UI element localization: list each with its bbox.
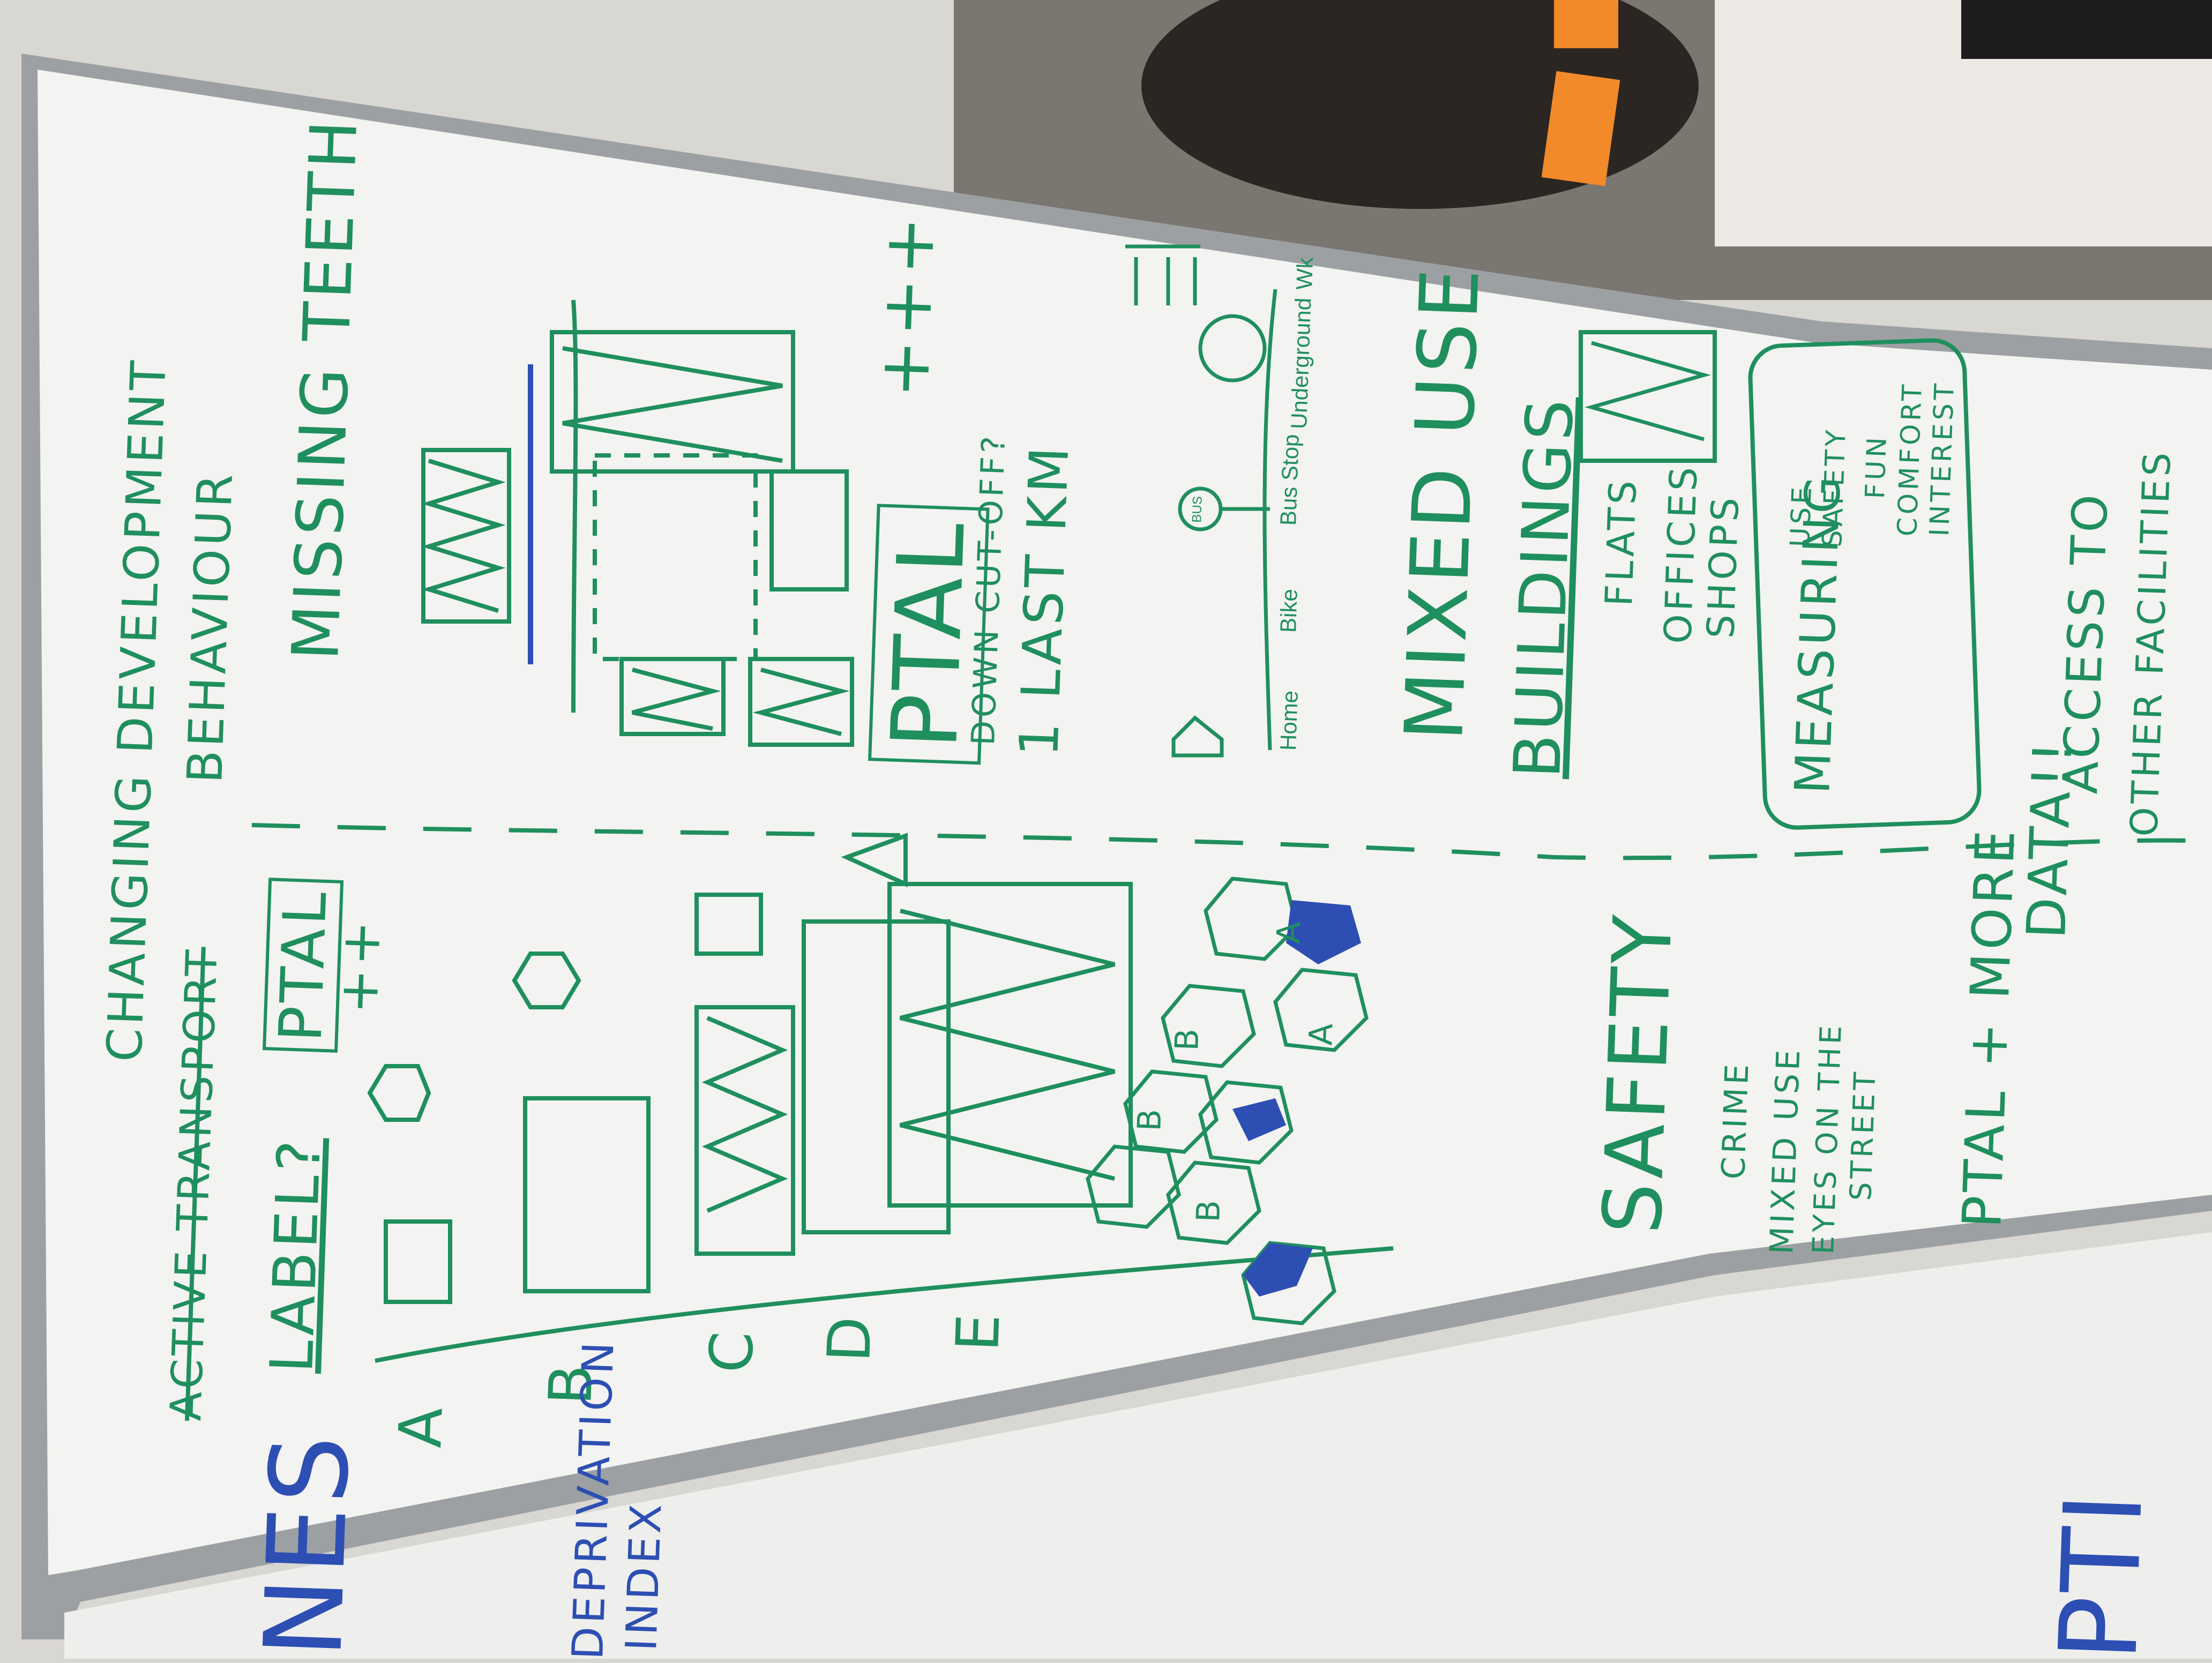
- last-km: 1 LAST KM: [1007, 443, 1081, 758]
- building-4: [748, 657, 854, 747]
- grade-c-hatch: [701, 1016, 788, 1213]
- hex-letter-4: A: [1302, 1019, 1341, 1046]
- use-offices: OFFICES: [1656, 463, 1706, 645]
- grade-a-hex: [367, 1064, 431, 1122]
- data-exclaim: DATA!!: [2015, 737, 2084, 940]
- bus-sign: [1178, 486, 1223, 531]
- street-line: [571, 299, 578, 713]
- second-board: [64, 1232, 2212, 1659]
- use-shops: SHOPS: [1699, 493, 1748, 639]
- dashed-divider: [251, 823, 2212, 860]
- transport-sketch: [1125, 244, 1277, 758]
- work-building: [1125, 244, 1200, 305]
- measure-use: USE: [1784, 483, 1818, 548]
- transport-bus-stop: Bus Stop: [1275, 433, 1304, 526]
- second-board-letters-2: PTI: [2036, 1487, 2168, 1663]
- building-1: [421, 448, 511, 624]
- bullet-street: STREET: [1843, 1068, 1882, 1202]
- hatch-2: [562, 346, 783, 463]
- grade-c-box: [694, 1005, 795, 1256]
- safety-title: SAFETY: [1586, 910, 1691, 1236]
- hex-fills: [1232, 900, 1361, 1297]
- measure-safety: SAFETY: [1817, 426, 1852, 548]
- sticky-note-2: [1554, 0, 1618, 48]
- hex-cluster: [1086, 877, 1369, 1325]
- monitor: [1961, 0, 2212, 59]
- grade-e-box: [887, 882, 1133, 1208]
- flats-hatch: [1585, 341, 1711, 441]
- hatch-4: [752, 668, 850, 736]
- buildings-sketch: [421, 299, 854, 747]
- grade-e-hatch: [900, 909, 1115, 1181]
- grade-baseline: [375, 1246, 1394, 1363]
- home-icon: [1171, 715, 1224, 758]
- transport-underground: Underground: [1286, 297, 1316, 430]
- building-2: [550, 330, 795, 474]
- use-flats: FLATS: [1597, 476, 1646, 607]
- hex-letter-5: A: [1270, 917, 1309, 945]
- grade-b-hex: [512, 952, 581, 1009]
- whiteboard-surface: [38, 70, 2212, 1575]
- sticky-note: [1541, 71, 1620, 186]
- grade-b-box: [523, 1096, 651, 1293]
- bullet-mixed-use: MIXED USE: [1763, 1046, 1808, 1255]
- missing-building: [593, 453, 758, 661]
- ptal-plus: +++: [863, 212, 951, 400]
- route-line: [1262, 289, 1277, 751]
- building-5: [769, 469, 849, 591]
- measure-interest: INTEREST: [1924, 380, 1961, 537]
- buildings-title: BUILDINGS: [1500, 395, 1588, 780]
- flats-building: [1579, 330, 1717, 463]
- second-board-letters: NES: [241, 1430, 374, 1660]
- hex-letter-2: B: [1131, 1105, 1169, 1132]
- second-board-index: INDEX: [616, 1500, 671, 1652]
- grade-letter-d: D: [814, 1312, 885, 1364]
- label-question: LABEL?: [257, 1136, 334, 1374]
- hex-letter-3: B: [1190, 1196, 1228, 1223]
- measure-fun: FUN: [1859, 433, 1893, 500]
- mixed-use-title: MIXED USE: [1388, 264, 1498, 743]
- grade-shapes: [367, 833, 1394, 1363]
- transport-home: Home: [1275, 690, 1303, 751]
- transport-work: Wk: [1291, 257, 1318, 290]
- grade-letter-c: C: [697, 1327, 767, 1374]
- measuring-box: [1748, 338, 1982, 830]
- grade-c-square: [694, 893, 763, 956]
- grade-a-box: [384, 1219, 452, 1304]
- measure-comfort: COMFORT: [1892, 381, 1929, 537]
- grade-letter-e: E: [943, 1309, 1013, 1353]
- hatch-3: [631, 668, 721, 731]
- bus-sign-label: BUS: [1190, 496, 1205, 523]
- hatch-1: [421, 459, 506, 613]
- underground-roundel: [1198, 314, 1267, 383]
- hex-letter-1: B: [1168, 1024, 1207, 1052]
- heading-line2: BEHAVIOUR: [177, 469, 244, 784]
- transport-bike: Bike: [1275, 588, 1302, 633]
- grade-d-box: [802, 919, 951, 1234]
- plus-marks: ++: [327, 916, 393, 1015]
- bullet-crime: CRIME: [1715, 1060, 1757, 1180]
- grade-letter-a: A: [386, 1403, 456, 1449]
- grade-d-triangle: [841, 833, 908, 888]
